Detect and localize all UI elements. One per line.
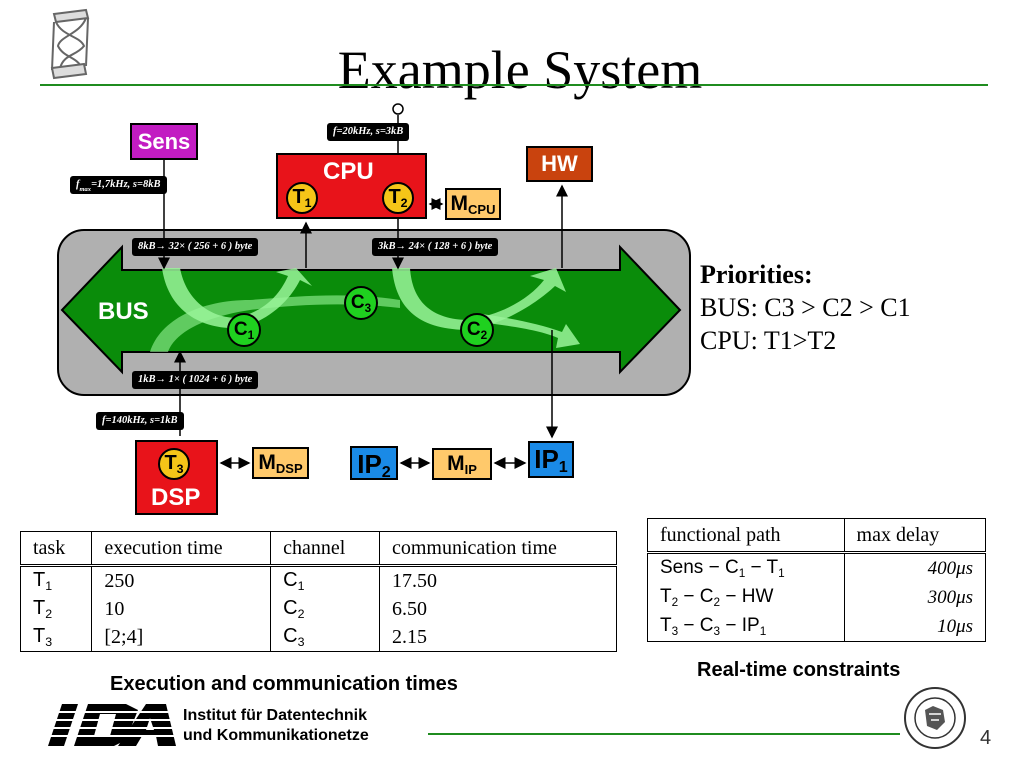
ip2-block: IP2 (350, 446, 398, 481)
bus-label: BUS (98, 298, 149, 325)
table-row: T3 − C3 − IP1 10μs (647, 612, 987, 642)
priorities-bus: BUS: C3 > C2 > C1 (700, 293, 911, 322)
institute-name: Institut für Datentechnik und Kommunikat… (183, 706, 369, 746)
execution-table: task execution time channel communicatio… (19, 531, 618, 652)
col-max-delay: max delay (843, 518, 987, 554)
sens-block: Sens (130, 123, 198, 160)
ida-logo (48, 700, 176, 750)
priorities-cpu: CPU: T1>T2 (700, 326, 837, 355)
col-channel: channel (270, 531, 380, 567)
cpu-input-tag: f=20kHz, s=3kB (327, 123, 410, 141)
priorities-heading: Priorities: (700, 260, 813, 289)
footer-rule (428, 733, 900, 735)
page-number: 4 (980, 727, 992, 749)
channel-c1: C1 (227, 313, 261, 347)
task-t1: T1 (286, 182, 318, 214)
task-t3: T3 (158, 448, 190, 480)
mcpu-block: MCPU (445, 188, 501, 220)
sens-rate-tag: fmax=1,7kHz, s=8kB (70, 176, 167, 194)
table-row: T2 10 C2 6.50 (19, 595, 618, 623)
dsp-label: DSP (151, 484, 201, 511)
execution-table-caption: Execution and communication times (110, 673, 458, 695)
col-communication-time: communication time (378, 531, 618, 567)
bus-c3-tag: 1kB→ 1× ( 1024 + 6 ) byte (132, 371, 259, 389)
mip-block: MIP (432, 448, 492, 480)
col-task: task (19, 531, 92, 567)
dsp-rate-tag: f=140kHz, s=1kB (96, 412, 184, 430)
cpu-label: CPU (323, 158, 374, 185)
mdsp-block: MDSP (252, 447, 309, 479)
realtime-table-caption: Real-time constraints (697, 659, 901, 681)
university-seal-icon (903, 686, 967, 750)
bus-c2-tag: 3kB→ 24× ( 128 + 6 ) byte (372, 238, 499, 256)
priorities-panel: Priorities: BUS: C3 > C2 > C1 CPU: T1>T2 (700, 258, 911, 357)
institute-line-2: und Kommunikationetze (183, 727, 369, 744)
realtime-table: functional path max delay Sens − C1 − T1… (647, 518, 987, 642)
col-execution-time: execution time (91, 531, 271, 567)
task-t2: T2 (382, 182, 414, 214)
hourglass-logo-icon (40, 6, 100, 82)
table-row: T2 − C2 − HW 300μs (647, 583, 987, 612)
title-underline (40, 84, 988, 86)
table-row: T3 [2;4] C3 2.15 (19, 623, 618, 652)
institute-line-1: Institut für Datentechnik (183, 707, 368, 724)
table-row: Sens − C1 − T1 400μs (647, 552, 987, 583)
channel-c2: C2 (460, 313, 494, 347)
ip1-block: IP1 (528, 441, 574, 478)
slide-title: Example System (337, 40, 703, 100)
col-functional-path: functional path (647, 518, 845, 554)
table-row: T1 250 C1 17.50 (19, 565, 618, 595)
hw-block: HW (526, 146, 593, 182)
bus-c1-tag: 8kB→ 32× ( 256 + 6 ) byte (132, 238, 259, 256)
channel-c3: C3 (344, 286, 378, 320)
